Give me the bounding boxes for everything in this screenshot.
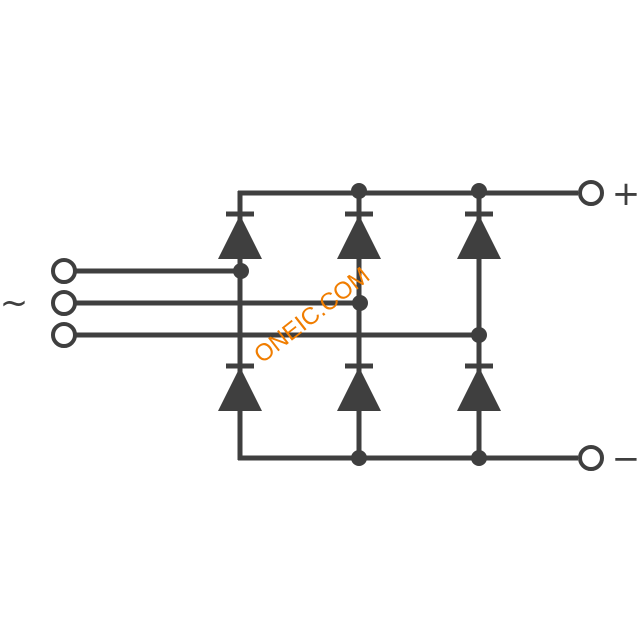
- diode-upper-3: [457, 211, 501, 259]
- junction-ac-1: [233, 263, 249, 279]
- junction-ac-3: [471, 327, 487, 343]
- diode-upper-1: [218, 211, 262, 259]
- negative-symbol: −: [612, 439, 640, 479]
- junction-ac-2: [352, 295, 368, 311]
- watermark: ONEIC.COM: [249, 262, 375, 369]
- ac-terminal-2: [51, 290, 77, 316]
- ac-terminal-1: [51, 258, 77, 284]
- junction-bottom-2: [351, 450, 367, 466]
- junction-bottom-3: [471, 450, 487, 466]
- diode-lower-1: [218, 363, 262, 411]
- diode-lower-2: [337, 363, 381, 411]
- diode-upper-2: [337, 211, 381, 259]
- diode-lower-3: [457, 363, 501, 411]
- junction-top-2: [351, 183, 367, 199]
- negative-terminal: [578, 445, 604, 471]
- ac-terminal-3: [51, 322, 77, 348]
- junction-top-3: [471, 183, 487, 199]
- positive-terminal: [578, 180, 604, 206]
- ac-symbol: ~: [0, 283, 28, 323]
- positive-symbol: +: [612, 174, 640, 214]
